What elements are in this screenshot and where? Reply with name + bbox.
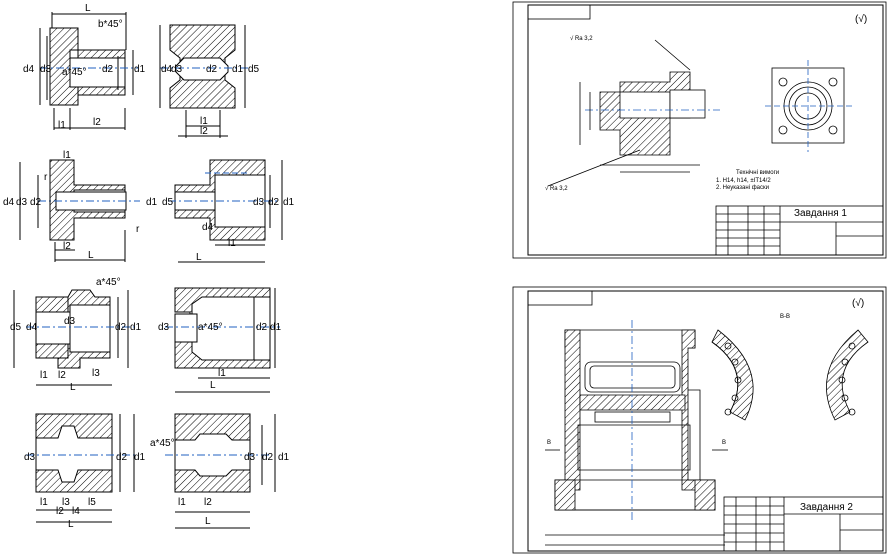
p5-d1: d1 — [130, 322, 142, 333]
part-3 — [19, 159, 140, 262]
p3-d1: d1 — [146, 197, 158, 208]
p7-L: L — [68, 519, 74, 530]
p7-l4: l4 — [72, 506, 80, 517]
p1-l2: l2 — [93, 117, 101, 128]
part-6 — [165, 287, 280, 393]
p2-l2: l2 — [200, 126, 208, 137]
p4-d1: d1 — [283, 197, 295, 208]
part-2 — [159, 24, 248, 138]
p6-d1: d1 — [270, 322, 282, 333]
p1-d3: d3 — [40, 64, 52, 75]
sheet1-title: Завдання 1 — [794, 208, 847, 219]
sheet2-title: Завдання 2 — [800, 502, 853, 513]
p2-d1: d1 — [232, 64, 244, 75]
p1-l1: l1 — [58, 120, 66, 131]
p8-l2: l2 — [204, 497, 212, 508]
p8-L: L — [205, 516, 211, 527]
p5-l2: l2 — [58, 370, 66, 381]
p3-r2: r — [136, 224, 140, 235]
p3-L: L — [88, 250, 94, 261]
sheet2-b-right: B — [722, 440, 726, 446]
p6-angle: a*45° — [198, 322, 223, 333]
p1-L: L — [85, 3, 91, 14]
p5-l1: l1 — [40, 370, 48, 381]
sheet-1-frame — [512, 1, 887, 259]
p2-d5: d5 — [248, 64, 260, 75]
p5-d3: d3 — [64, 316, 76, 327]
p6-L: L — [210, 380, 216, 391]
p8-d1: d1 — [278, 452, 290, 463]
p5-L: L — [70, 382, 76, 393]
p8-d3: d3 — [244, 452, 256, 463]
p5-d4: d4 — [26, 322, 38, 333]
p4-d2: d2 — [268, 197, 280, 208]
p2-d4: d4 — [161, 64, 173, 75]
sheet1-note2: √ Ra 3,2 — [545, 185, 568, 192]
sheet2-section: B-B — [780, 314, 790, 320]
p4-l1: l1 — [228, 238, 236, 249]
p1-d1: d1 — [134, 64, 146, 75]
p5-d5: d5 — [10, 322, 22, 333]
p1-angle: a*45° — [62, 67, 87, 78]
p7-l3: l3 — [62, 497, 70, 508]
sheet1-roughness: (√) — [855, 13, 867, 25]
sheet1-req1: 1. H14, h14, ±IT14/2 — [716, 178, 771, 184]
p3-d2: d2 — [30, 197, 42, 208]
sheet-2-frame — [512, 286, 887, 554]
p7-l1: l1 — [40, 497, 48, 508]
p4-d5: d5 — [162, 197, 174, 208]
p1-d4: d4 — [23, 64, 35, 75]
p4-d3: d3 — [253, 197, 265, 208]
p8-angle: a*45° — [150, 438, 175, 449]
p2-d2: d2 — [206, 64, 218, 75]
p7-l2: l2 — [56, 506, 64, 517]
p2-d3: d3 — [171, 64, 183, 75]
p8-d2: d2 — [262, 452, 274, 463]
p3-l1: l1 — [63, 150, 71, 161]
p7-d2: d2 — [116, 452, 128, 463]
part-4 — [168, 159, 283, 263]
p5-l3: l3 — [92, 368, 100, 379]
p7-l5: l5 — [88, 497, 96, 508]
p7-d3: d3 — [24, 452, 36, 463]
p6-d2: d2 — [256, 322, 268, 333]
p1-chamfer: b*45° — [98, 19, 123, 30]
p5-chamfer: a*45° — [96, 277, 121, 288]
p2-l1: l1 — [200, 116, 208, 127]
p6-d3: d3 — [158, 322, 170, 333]
p7-d1: d1 — [134, 452, 146, 463]
p3-d4: d4 — [3, 197, 15, 208]
part-5 — [13, 289, 135, 386]
p1-d2: d2 — [102, 64, 114, 75]
part-7 — [26, 413, 135, 523]
sheet2-b-left: B — [547, 440, 551, 446]
p3-r: r — [44, 172, 48, 183]
sheet1-note1: √ Ra 3,2 — [570, 35, 593, 42]
p4-d4: d4 — [202, 222, 214, 233]
p5-d2: d2 — [115, 322, 127, 333]
sheet1-req2: 2. Неуказані фаски — [716, 185, 769, 191]
p8-l1: l1 — [178, 497, 186, 508]
p6-l1: l1 — [218, 368, 226, 379]
part-8 — [165, 413, 276, 529]
sheet1-section: Технічні вимоги — [736, 170, 779, 176]
p4-L: L — [196, 252, 202, 263]
sheet2-roughness: (√) — [852, 297, 864, 309]
p3-l2: l2 — [63, 241, 71, 252]
p3-d3: d3 — [16, 197, 28, 208]
part-1 — [39, 12, 138, 130]
